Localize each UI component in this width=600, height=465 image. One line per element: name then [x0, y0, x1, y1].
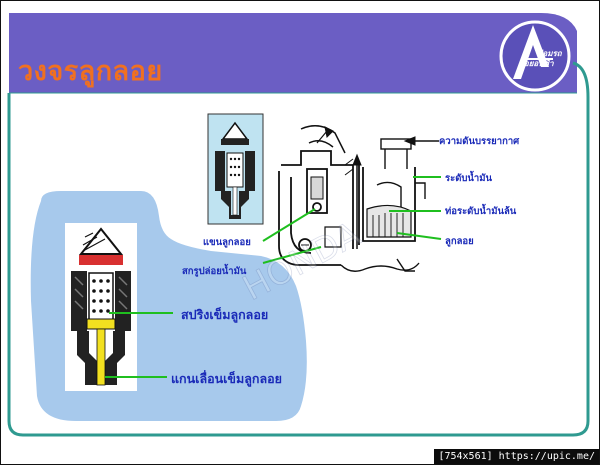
label-float-arm: แขนลูกลอย	[203, 237, 251, 248]
carburetor-diagram	[278, 125, 426, 272]
needle-rod	[96, 328, 106, 386]
slide-border	[7, 61, 590, 437]
logo-arrow-icon	[513, 25, 549, 79]
label-fuel-level-tube: ท่อระดับน้ำมันล้น	[445, 206, 517, 217]
logo	[499, 20, 571, 92]
image-credit: [754x561] https://upic.me/	[434, 449, 599, 464]
valve-body-walls	[71, 271, 131, 331]
logo-text-line-2: ล้อยอนช้า	[519, 59, 554, 68]
label-fuel-level: ระดับน้ำมัน	[445, 173, 492, 184]
label-needle-spring: สปริงเข็มลูกลอย	[181, 307, 269, 322]
flow-arrows	[316, 126, 439, 249]
logo-text-line-1: ช่อมรถ	[537, 49, 562, 58]
label-float: ลูกลอย	[445, 236, 474, 247]
small-valve-inset	[207, 113, 264, 225]
needle-rod-head	[86, 318, 116, 330]
leader-lines	[105, 176, 442, 378]
slide-title: วงจรลูกลอย	[18, 56, 163, 87]
label-needle-rod: แกนเลื่อนเข็มลูกลอย	[171, 371, 282, 386]
needle-seal	[79, 255, 123, 265]
label-float-screw: สกรูปล่อยน้ำมัน	[182, 266, 247, 277]
header-bar	[9, 13, 577, 93]
needle-valve-inset	[65, 223, 137, 391]
label-atmospheric-pressure: ความดันบรรยากาศ	[439, 136, 520, 147]
